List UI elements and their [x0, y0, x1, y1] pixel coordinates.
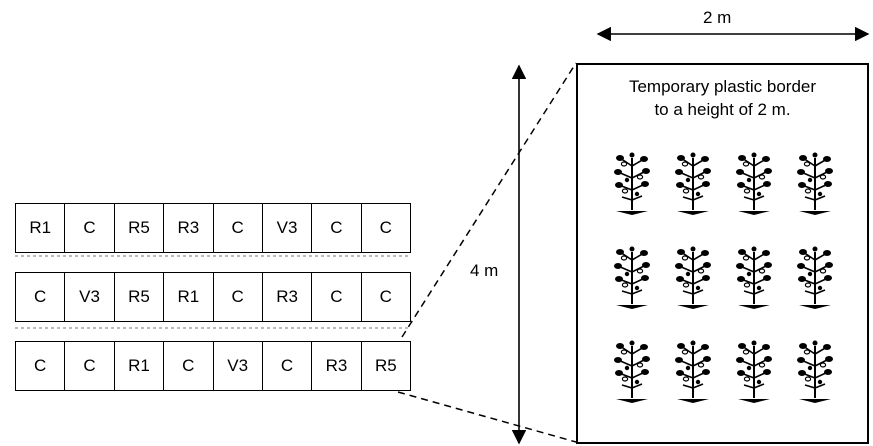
caption-line-2: to a height of 2 m.	[654, 100, 791, 119]
plot-cell: C	[263, 342, 313, 390]
plot-cell: C	[214, 204, 263, 252]
plot-cell: R3	[312, 342, 362, 390]
plot-cell: C	[379, 218, 392, 237]
plot-cell: R1	[164, 273, 214, 321]
zoom-connector-top	[401, 62, 577, 338]
plot-cell: R1	[16, 204, 66, 252]
plot-row-1: R1 C R5 R3 C V3 C C	[15, 203, 411, 253]
plot-cell: V3	[263, 204, 313, 252]
plot-cell: R3	[164, 204, 214, 252]
plot-cell: C	[16, 273, 66, 321]
plot-cell: C	[65, 204, 115, 252]
plot-cell: C	[312, 204, 362, 252]
plot-cell: R3	[263, 273, 313, 321]
plot-cell: R5	[115, 273, 165, 321]
plot-cell: C	[164, 342, 214, 390]
plot-cell: V3	[214, 342, 263, 390]
caption-line-1: Temporary plastic border	[628, 77, 817, 96]
plot-row-3: C C R1 C V3 C R3 R5	[15, 341, 411, 391]
plot-cell: C	[379, 287, 392, 306]
plot-cell: C	[214, 273, 263, 321]
plot-cell: V3	[65, 273, 115, 321]
plot-cell: R1	[115, 342, 165, 390]
border-caption: Temporary plastic border to a height of …	[578, 75, 867, 121]
zoom-connector-bottom	[397, 391, 577, 443]
plot-cell: C	[16, 342, 66, 390]
width-dimension-label: 2 m	[703, 8, 732, 27]
plot-cell: C	[65, 342, 115, 390]
plot-detail-box: Temporary plastic border to a height of …	[576, 63, 869, 444]
height-dimension-label: 4 m	[470, 261, 499, 280]
plot-cell: R5	[115, 204, 165, 252]
plot-cell: R5	[374, 356, 397, 375]
plot-cell: C	[312, 273, 362, 321]
plot-row-2: C V3 R5 R1 C R3 C C	[15, 272, 411, 322]
